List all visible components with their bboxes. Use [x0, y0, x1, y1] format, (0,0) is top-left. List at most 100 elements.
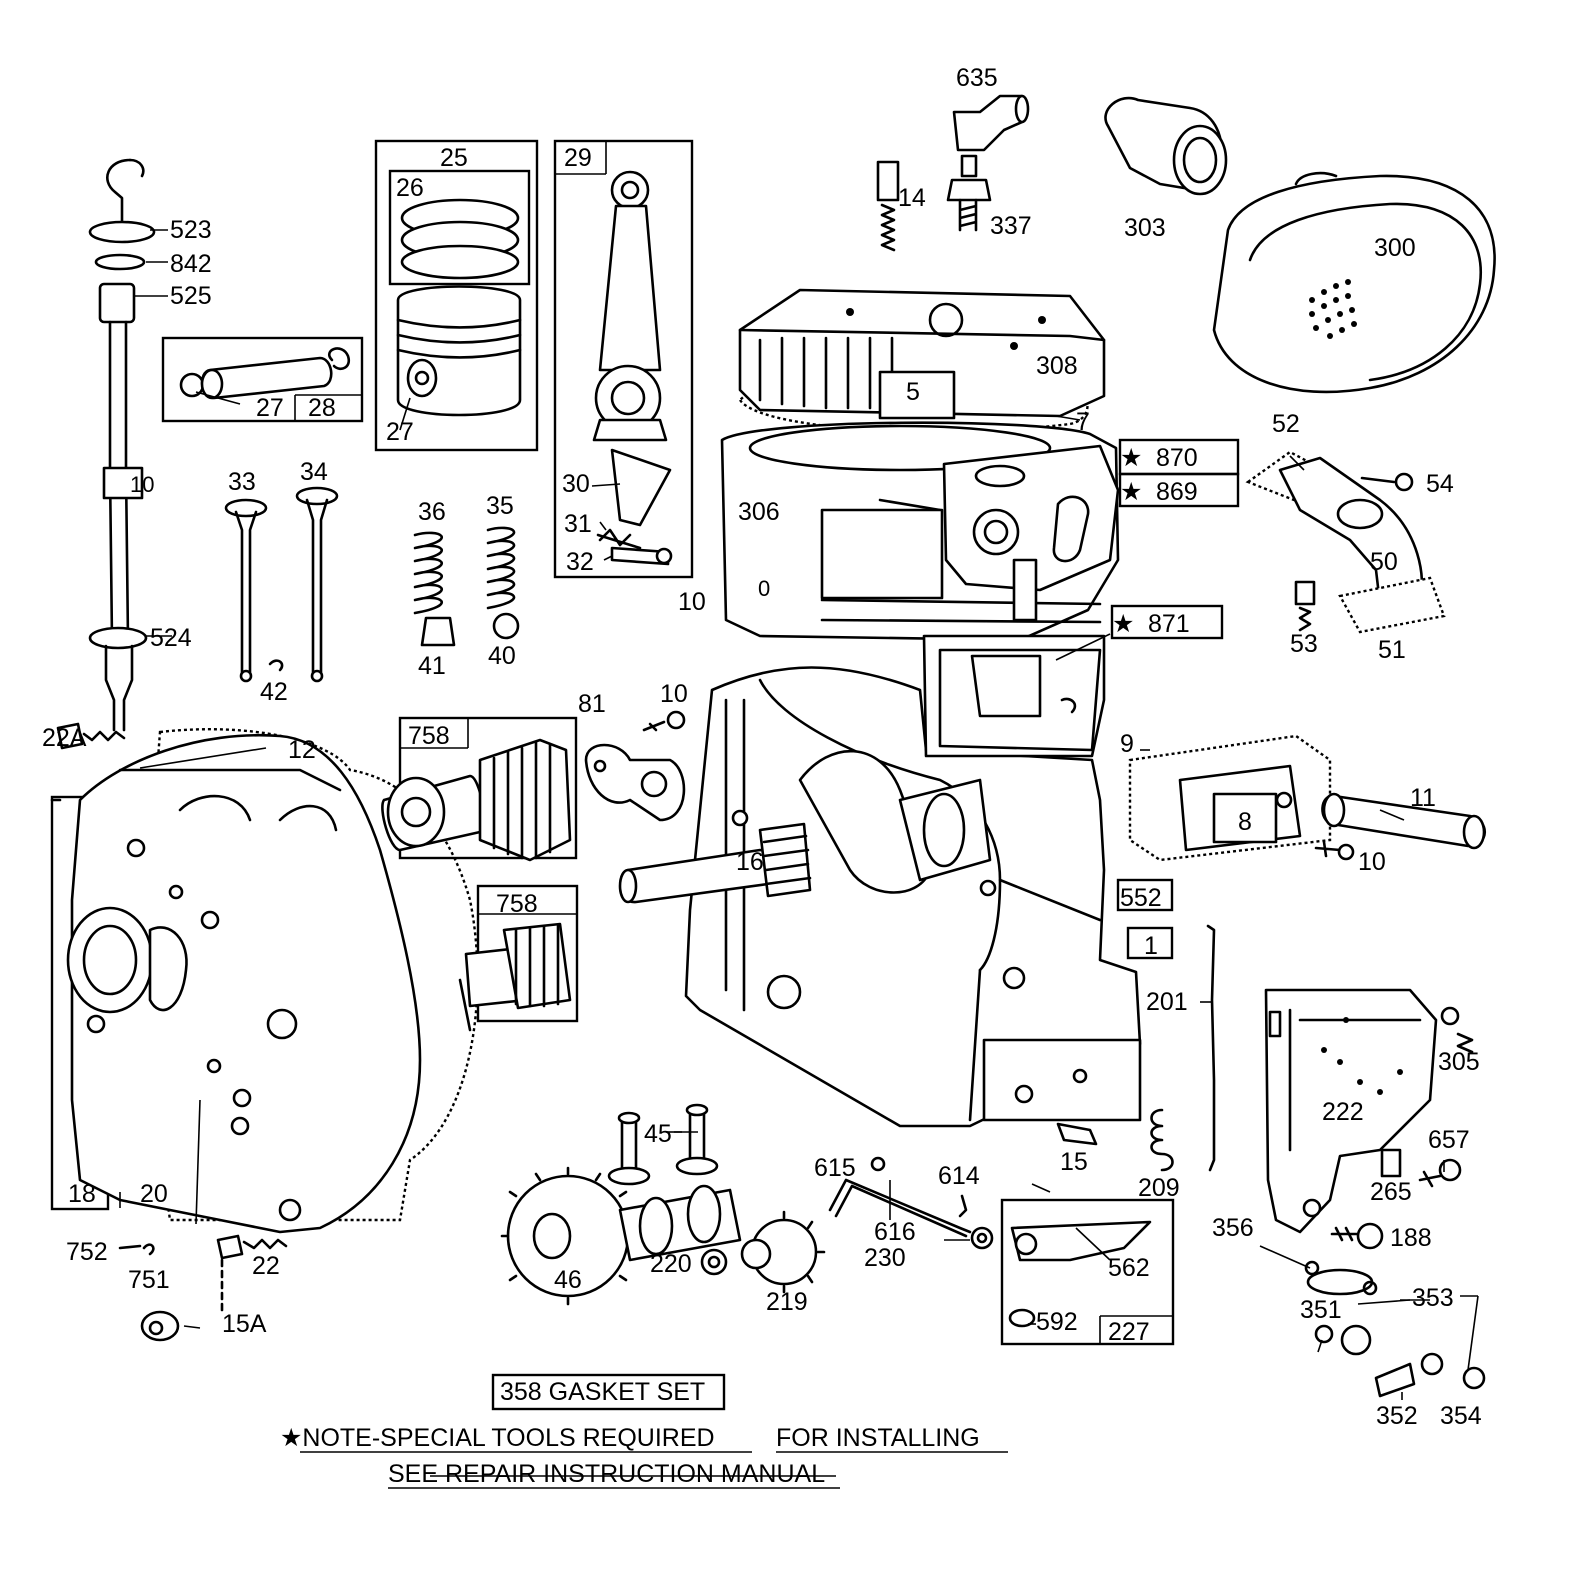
- label-20: 20: [140, 1180, 168, 1208]
- label-22: 22: [252, 1252, 280, 1280]
- label-81: 81: [578, 690, 606, 718]
- label-36: 36: [418, 498, 446, 526]
- label-209: 209: [1138, 1174, 1180, 1202]
- label-41: 41: [418, 652, 446, 680]
- label-42: 42: [260, 678, 288, 706]
- gasket-set-title: 358 GASKET SET: [500, 1378, 705, 1406]
- label-308: 308: [1036, 352, 1078, 380]
- label-842: 842: [170, 250, 212, 278]
- star-note-boxes: [300, 438, 1240, 1489]
- label-635: 635: [956, 64, 998, 92]
- label-220: 220: [650, 1250, 692, 1278]
- label-52: 52: [1272, 410, 1300, 438]
- label-10-breather: 10: [660, 680, 688, 708]
- box-label-871: 871: [1148, 610, 1190, 638]
- label-300: 300: [1374, 234, 1416, 262]
- box-label-29: 29: [564, 144, 592, 172]
- label-306: 306: [738, 498, 780, 526]
- piston-box: [374, 139, 539, 452]
- intake-manifold: [1245, 450, 1446, 634]
- label-51: 51: [1378, 636, 1406, 664]
- label-15: 15: [1060, 1148, 1088, 1176]
- air-cleaner: [1212, 171, 1496, 394]
- box-label-227: 227: [1108, 1318, 1150, 1346]
- gear-box-upper: [381, 716, 578, 862]
- governor-shaft: [828, 1156, 994, 1250]
- box-label-758-upper: 758: [408, 722, 450, 750]
- label-10-tube: 10: [1358, 848, 1386, 876]
- sump-cover: [50, 728, 479, 1234]
- label-5: 5: [906, 378, 920, 406]
- breather-cover: [1128, 734, 1486, 862]
- label-33: 33: [228, 468, 256, 496]
- label-22A: 22A: [42, 724, 87, 752]
- label-525: 525: [170, 282, 212, 310]
- gear-box-lower: [464, 884, 579, 1023]
- governor-link: [1206, 924, 1216, 1172]
- label-31: 31: [564, 510, 592, 538]
- label-40: 40: [488, 642, 516, 670]
- label-657: 657: [1428, 1126, 1470, 1154]
- air-cleaner-vent: [1309, 279, 1357, 339]
- label-523: 523: [170, 216, 212, 244]
- label-265: 265: [1370, 1178, 1412, 1206]
- control-bracket: [1264, 988, 1474, 1250]
- label-751: 751: [128, 1266, 170, 1294]
- label-30: 30: [562, 470, 590, 498]
- box-label-18: 18: [68, 1180, 96, 1208]
- box-label-758-lower: 758: [496, 890, 538, 918]
- label-11: 11: [1410, 784, 1436, 812]
- label-8: 8: [1238, 808, 1252, 836]
- misc-plugs: [56, 722, 1174, 1342]
- label-53: 53: [1290, 630, 1318, 658]
- label-524: 524: [150, 624, 192, 652]
- label-351: 351: [1300, 1296, 1342, 1324]
- box-label-26: 26: [396, 174, 424, 202]
- label-562: 562: [1108, 1254, 1150, 1282]
- box-label-552: 552: [1120, 884, 1162, 912]
- part-labels: 635 14 337 303 300 523 842 525 524 10 25…: [42, 64, 1482, 1430]
- footer-notes: 358 GASKET SET ★NOTE-SPECIAL TOOLS REQUI…: [280, 1378, 980, 1488]
- label-10-block: 10: [678, 588, 706, 616]
- leader-lines: [119, 229, 1479, 1477]
- label-614: 614: [938, 1162, 980, 1190]
- label-54: 54: [1426, 470, 1454, 498]
- label-7: 7: [1076, 408, 1090, 436]
- label-0-washer: 0: [758, 576, 770, 601]
- label-592: 592: [1036, 1308, 1078, 1336]
- label-46: 46: [554, 1266, 582, 1294]
- label-303: 303: [1124, 214, 1166, 242]
- label-305: 305: [1438, 1048, 1480, 1076]
- breather-bracket: [584, 710, 686, 822]
- label-352: 352: [1376, 1402, 1418, 1430]
- note-line-1b: FOR INSTALLING: [776, 1424, 980, 1452]
- box-label-1: 1: [1144, 932, 1158, 960]
- label-10-dipstick: 10: [130, 472, 154, 497]
- box-label-869: 869: [1156, 478, 1198, 506]
- label-752: 752: [66, 1238, 108, 1266]
- box-label-28: 28: [308, 394, 336, 422]
- label-616: 616: [874, 1218, 916, 1246]
- label-219: 219: [766, 1288, 808, 1316]
- label-15A: 15A: [222, 1310, 267, 1338]
- valves: [224, 486, 339, 683]
- label-353: 353: [1412, 1284, 1454, 1312]
- label-9: 9: [1120, 730, 1134, 758]
- label-12: 12: [288, 736, 316, 764]
- label-615: 615: [814, 1154, 856, 1182]
- piston-pin-box: [161, 336, 364, 423]
- label-354: 354: [1440, 1402, 1482, 1430]
- note-line-1: ★NOTE-SPECIAL TOOLS REQUIRED: [280, 1424, 715, 1452]
- label-27-piston: 27: [386, 418, 414, 446]
- label-201: 201: [1146, 988, 1188, 1016]
- spark-plug-parts: [876, 94, 1030, 252]
- star-icon-869: ★: [1120, 478, 1142, 506]
- intake-elbow: [1104, 96, 1228, 196]
- label-34: 34: [300, 458, 328, 486]
- label-16: 16: [736, 848, 764, 876]
- label-45: 45: [644, 1120, 672, 1148]
- box-label-870: 870: [1156, 444, 1198, 472]
- label-356: 356: [1212, 1214, 1254, 1242]
- dipstick-assembly: [88, 158, 156, 732]
